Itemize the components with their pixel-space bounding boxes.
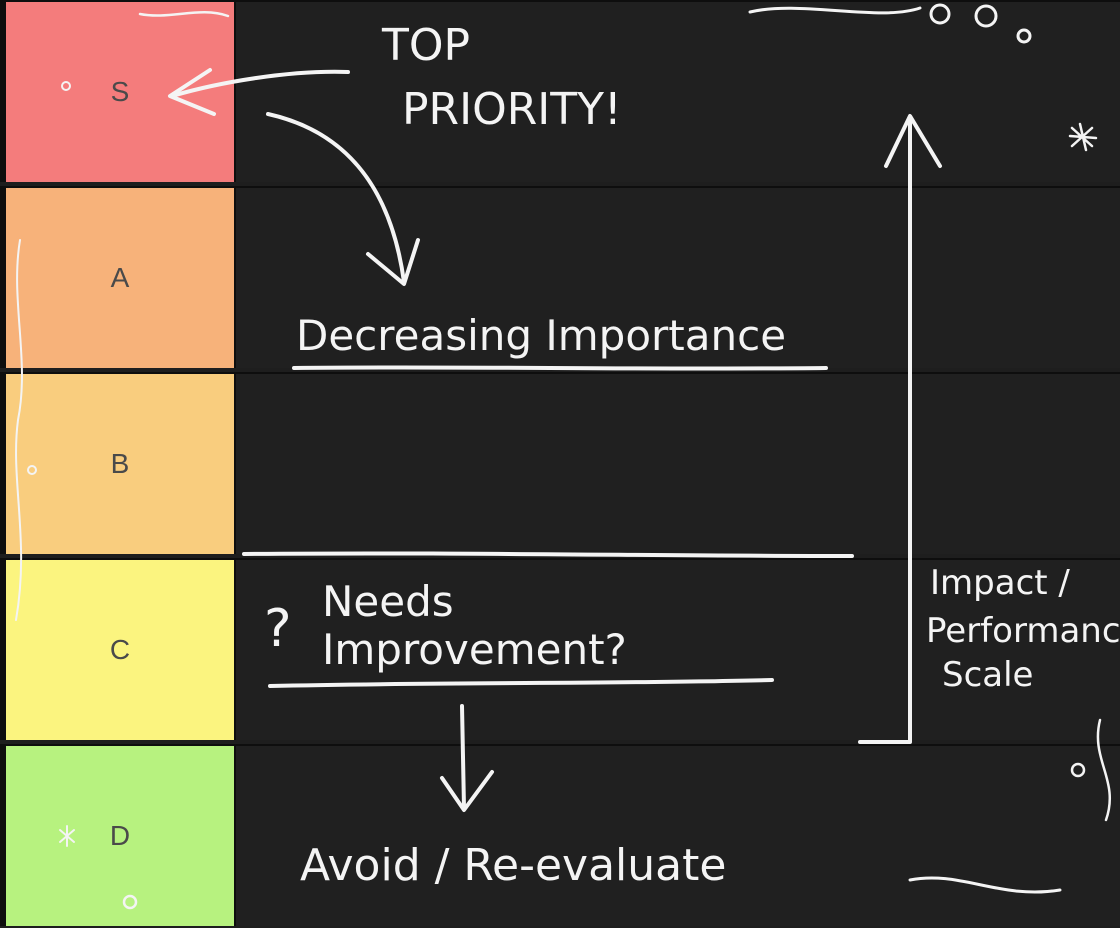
tier-row-d: D	[0, 744, 1120, 926]
chalk-text-group: TOP PRIORITY! Decreasing Importance ? Ne…	[264, 20, 1120, 891]
scale-line3: Scale	[942, 655, 1033, 695]
doodle-circle-7	[122, 894, 138, 910]
curved-arrow-down-head	[366, 238, 420, 286]
underline-decreasing	[292, 365, 828, 371]
tier-content-s	[236, 2, 1120, 182]
doodle-circle-1	[929, 3, 951, 25]
arrow-to-s-head	[168, 68, 216, 116]
arrow-down-avoid-head	[440, 770, 494, 812]
line-above-needs	[242, 551, 854, 558]
needs-line2: Improvement?	[322, 625, 627, 674]
doodle-loop-right	[1096, 718, 1112, 822]
doodle-circle-3	[1016, 28, 1032, 44]
tier-label-b: B	[6, 374, 234, 554]
top-priority-line2: PRIORITY!	[402, 84, 622, 135]
tier-label-s: S	[6, 2, 234, 182]
scale-line1: Impact /	[930, 563, 1070, 603]
tier-row-a: A	[0, 186, 1120, 368]
doodle-swirl-top	[748, 6, 922, 15]
doodle-circle-6	[1070, 762, 1086, 778]
doodle-star	[1068, 122, 1098, 152]
avoid-reevaluate: Avoid / Re-evaluate	[300, 840, 726, 891]
scale-arrow-line	[858, 116, 912, 744]
needs-line1: Needs	[322, 577, 454, 626]
doodle-swirl-top-left	[138, 11, 230, 18]
scale-arrow-head	[884, 114, 942, 168]
arrow-to-s	[170, 69, 350, 98]
tier-content-b	[236, 374, 1120, 554]
top-priority-line1: TOP	[381, 20, 470, 71]
needs-prefix: ?	[264, 599, 292, 659]
tier-row-s: S	[0, 0, 1120, 182]
doodle-squiggle-left	[15, 239, 23, 621]
doodle-circle-5	[27, 465, 37, 475]
doodle-swirl-bottom	[908, 876, 1062, 894]
arrow-down-avoid	[460, 704, 466, 810]
tier-content-c	[236, 560, 1120, 740]
tier-label-a: A	[6, 188, 234, 368]
doodle-circle-2	[974, 4, 998, 28]
underline-needs	[268, 678, 774, 688]
tier-content-a	[236, 188, 1120, 368]
tier-content-d	[236, 746, 1120, 926]
scale-line2: Performanc	[926, 611, 1120, 651]
tier-row-c: C	[0, 558, 1120, 740]
tier-row-b: B	[0, 372, 1120, 554]
doodle-star-bottom	[59, 825, 75, 847]
curved-arrow-down	[266, 112, 406, 284]
tier-label-d: D	[6, 746, 234, 926]
decreasing-importance: Decreasing Importance	[296, 311, 786, 360]
tier-label-c: C	[6, 560, 234, 740]
doodle-circle-4	[61, 81, 71, 91]
